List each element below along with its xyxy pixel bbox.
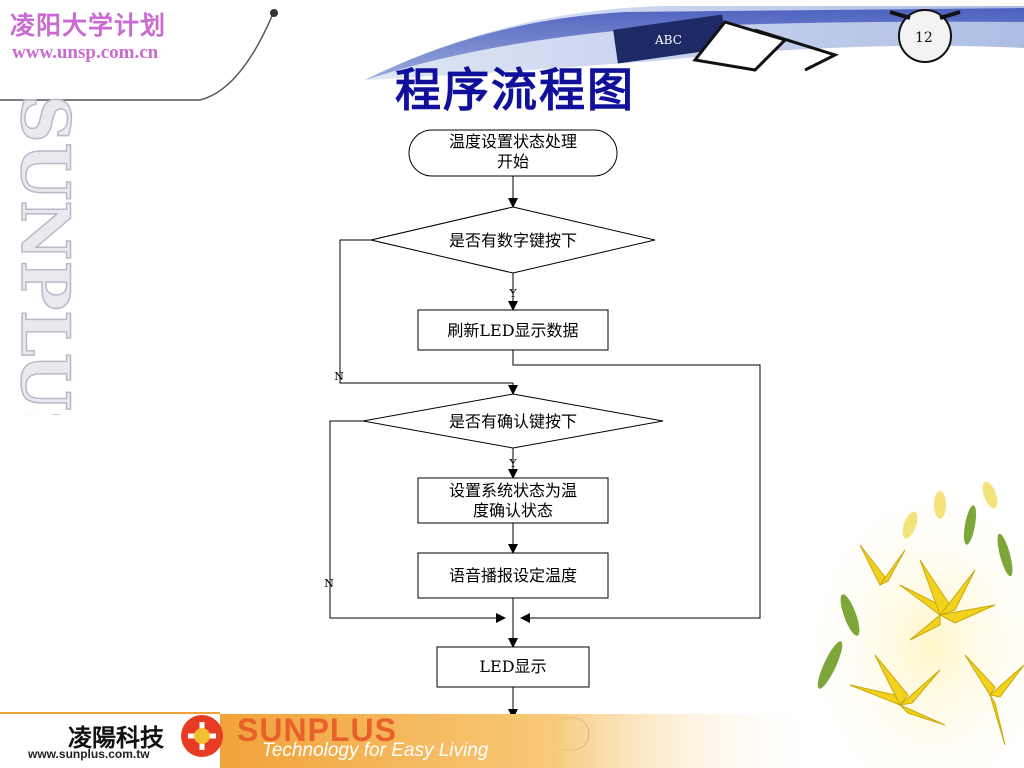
process2-line1: 设置系统状态为温 <box>449 481 577 500</box>
process-led-display <box>436 646 590 688</box>
footer-bar <box>0 712 820 768</box>
header-swoosh-line <box>0 9 278 101</box>
no2-label: N <box>324 577 334 590</box>
process-refresh-led <box>417 309 609 351</box>
process2-line2: 度确认状态 <box>473 501 553 520</box>
process-set-state <box>417 477 609 524</box>
page-title: 程序流程图 <box>395 63 635 117</box>
decision2-text: 是否有确认键按下 <box>449 412 577 431</box>
lily-flowers-image <box>790 465 1024 768</box>
decision1-text: 是否有数字键按下 <box>449 231 577 250</box>
brand-title: 凌阳大学计划 <box>10 11 167 40</box>
header-banner-art: ABC 12 <box>365 6 1024 80</box>
no1-label: N <box>334 370 344 383</box>
footer-brand: SUNPLUS <box>237 712 397 748</box>
footer-company-name: 凌陽科技 <box>68 724 164 752</box>
process1-text: 刷新LED显示数据 <box>447 321 578 340</box>
yes1-label: Y <box>508 287 517 300</box>
process3-text: 语音播报设定温度 <box>449 566 577 585</box>
svg-text:SUNPLUS: SUNPLUS <box>10 95 84 415</box>
clock-text: 12 <box>915 30 933 46</box>
process-voice-report <box>417 552 609 599</box>
yes2-label: Y <box>508 457 517 470</box>
process4-text: LED显示 <box>479 657 546 676</box>
footer-tagline: Technology for Easy Living <box>262 740 489 761</box>
banner-text: ABC <box>654 33 682 47</box>
footer-url: www.sunplus.com.tw <box>28 747 150 761</box>
start-line2: 开始 <box>497 152 529 171</box>
start-line1: 温度设置状态处理 <box>449 132 577 151</box>
side-watermark-word: SUNPLUS <box>10 95 85 415</box>
brand-url: www.unsp.com.cn <box>12 42 159 63</box>
